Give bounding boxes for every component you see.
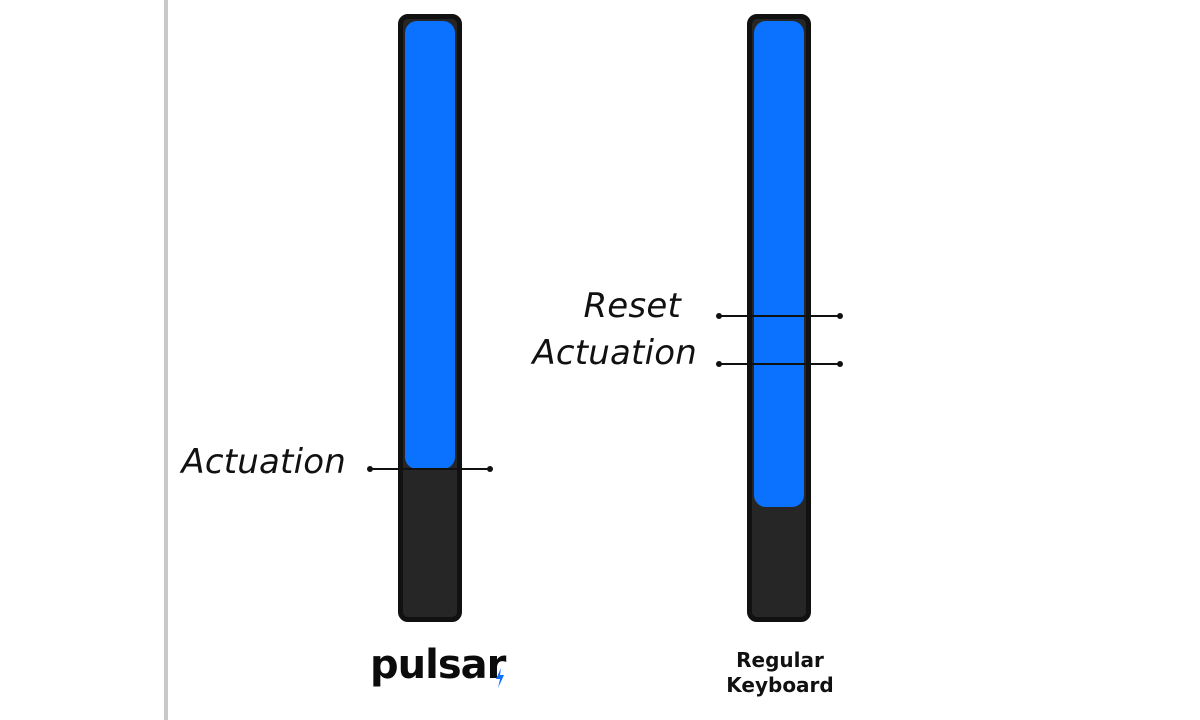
regular-actuation-marker (716, 361, 843, 367)
pulsar-actuation-marker (367, 466, 493, 472)
pulsar-logo: pulsar (370, 642, 506, 688)
regular-switch-fill (754, 21, 804, 507)
pulsar-logo-text: pulsar (370, 642, 506, 688)
regular-caption-line2: Keyboard (726, 673, 834, 697)
page-divider (164, 0, 168, 720)
pulsar-logo-mark-icon (496, 668, 504, 688)
regular-caption-line1: Regular (736, 648, 824, 672)
regular-reset-marker (716, 313, 843, 319)
pulsar-actuation-label: Actuation (181, 442, 346, 482)
regular-actuation-label: Actuation (532, 333, 697, 373)
regular-keyboard-caption: Regular Keyboard (700, 648, 860, 698)
regular-reset-label: Reset (583, 286, 681, 326)
pulsar-switch-fill (405, 21, 455, 469)
